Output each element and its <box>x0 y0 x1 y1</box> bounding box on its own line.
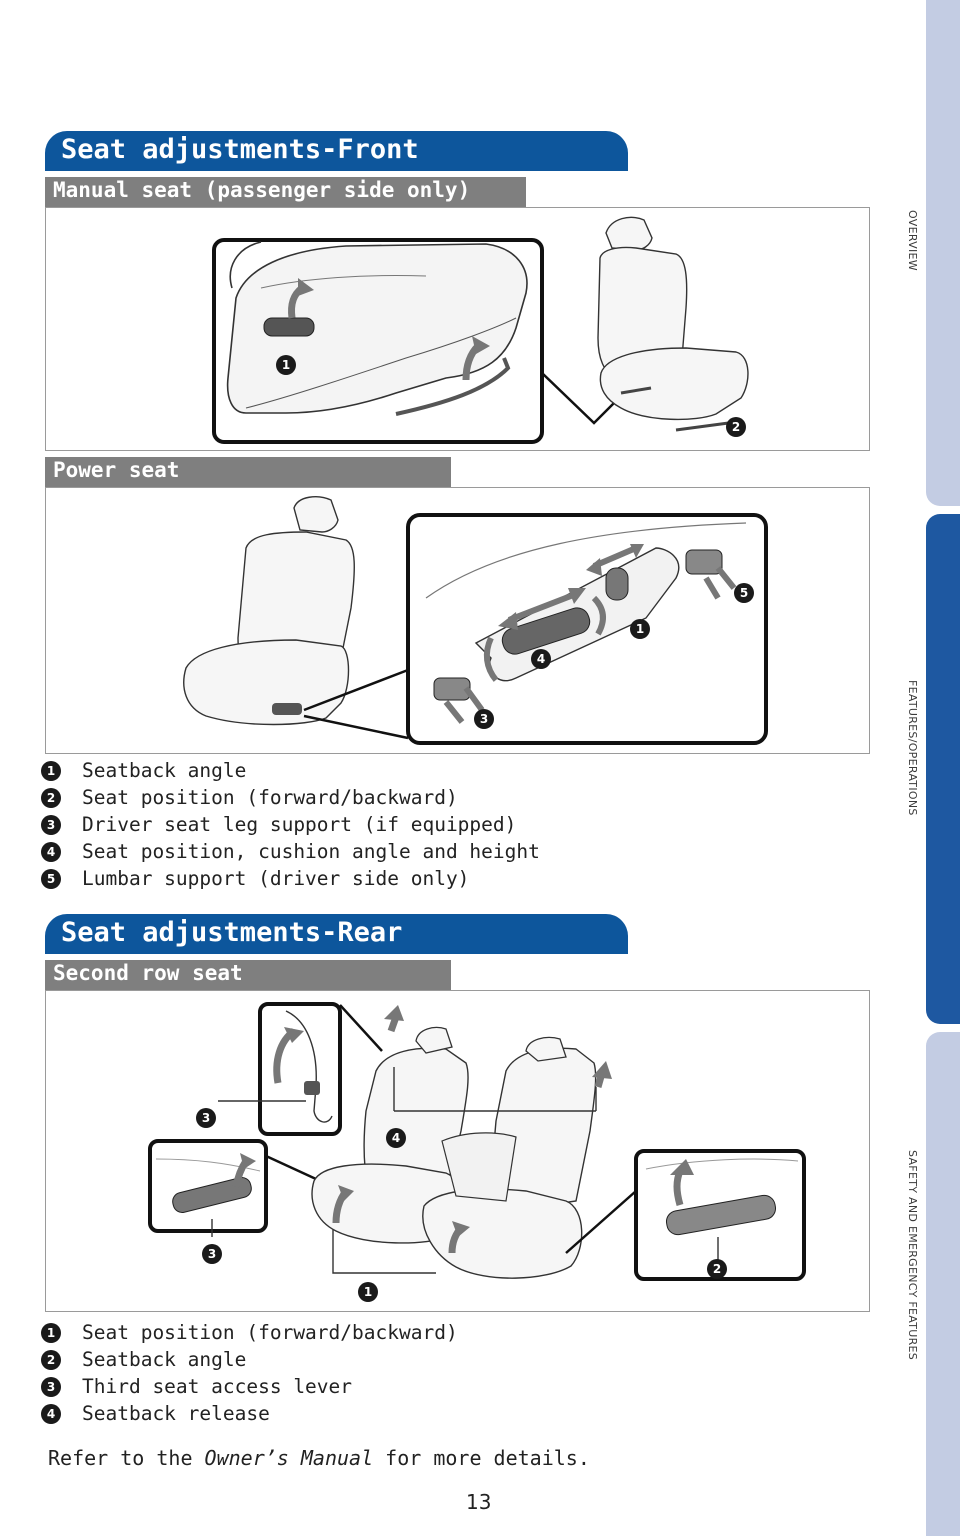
manual-callout-1: 1 <box>276 355 296 375</box>
side-label-safety: SAFETY AND EMERGENCY FEATURES <box>906 1150 919 1361</box>
rear-legend-item: 2 Seatback angle <box>41 1346 458 1373</box>
rear-callout-4: 4 <box>386 1128 406 1148</box>
front-legend-item: 3 Driver seat leg support (if equipped) <box>41 811 540 838</box>
front-legend-item: 1 Seatback angle <box>41 757 540 784</box>
rear-callout-3-bottom: 3 <box>202 1244 222 1264</box>
legend-text: Seatback angle <box>82 759 247 782</box>
front-legend-item: 2 Seat position (forward/backward) <box>41 784 540 811</box>
power-callout-4: 4 <box>531 649 551 669</box>
footnote-after: for more details. <box>373 1446 590 1470</box>
second-row-figure: 3 4 3 1 2 <box>45 990 870 1312</box>
legend-text: Seat position (forward/backward) <box>82 1321 458 1344</box>
front-legend: 1 Seatback angle 2 Seat position (forward/… <box>41 757 540 892</box>
side-tab-safety[interactable] <box>926 1032 960 1536</box>
legend-number-icon: 3 <box>41 1376 61 1397</box>
rear-callout-2: 2 <box>707 1259 727 1279</box>
power-callout-1: 1 <box>630 619 650 639</box>
footnote: Refer to the Owner’s Manual for more det… <box>48 1446 590 1470</box>
legend-number-icon: 5 <box>41 868 61 889</box>
legend-number-icon: 3 <box>41 814 61 835</box>
power-seat-figure: 1 4 5 3 <box>45 487 870 754</box>
manual-callout-2: 2 <box>726 417 746 437</box>
front-legend-item: 4 Seat position, cushion angle and height <box>41 838 540 865</box>
legend-number-icon: 2 <box>41 1349 61 1370</box>
front-section-title: Seat adjustments-Front <box>45 131 628 171</box>
legend-number-icon: 4 <box>41 1403 61 1424</box>
rear-callout-1: 1 <box>358 1282 378 1302</box>
side-label-features: FEATURES/OPERATIONS <box>906 680 919 816</box>
footnote-manual-title: Owner’s Manual <box>204 1446 374 1470</box>
legend-text: Seat position, cushion angle and height <box>82 840 540 863</box>
legend-text: Lumbar support (driver side only) <box>82 867 470 890</box>
power-callout-3: 3 <box>474 709 494 729</box>
rear-section-title: Seat adjustments-Rear <box>45 914 628 954</box>
page-number: 13 <box>466 1490 492 1514</box>
legend-number-icon: 1 <box>41 760 61 781</box>
footnote-before: Refer to the <box>48 1446 205 1470</box>
rear-legend-item: 4 Seatback release <box>41 1400 458 1427</box>
rear-callout-3-top: 3 <box>196 1108 216 1128</box>
rear-legend-item: 3 Third seat access lever <box>41 1373 458 1400</box>
front-legend-item: 5 Lumbar support (driver side only) <box>41 865 540 892</box>
power-callout-5: 5 <box>734 583 754 603</box>
power-seat-title: Power seat <box>45 457 451 487</box>
legend-text: Seatback release <box>82 1402 270 1425</box>
legend-number-icon: 1 <box>41 1322 61 1343</box>
legend-text: Seat position (forward/backward) <box>82 786 458 809</box>
legend-number-icon: 2 <box>41 787 61 808</box>
side-tab-overview[interactable] <box>926 0 960 506</box>
legend-text: Seatback angle <box>82 1348 247 1371</box>
legend-number-icon: 4 <box>41 841 61 862</box>
side-tab-features[interactable] <box>926 514 960 1024</box>
manual-seat-title: Manual seat (passenger side only) <box>45 177 526 207</box>
second-row-title: Second row seat <box>45 960 451 990</box>
rear-legend-item: 1 Seat position (forward/backward) <box>41 1319 458 1346</box>
legend-text: Third seat access lever <box>82 1375 353 1398</box>
side-label-overview: OVERVIEW <box>906 210 919 271</box>
manual-seat-figure: 1 2 <box>45 207 870 451</box>
legend-text: Driver seat leg support (if equipped) <box>82 813 517 836</box>
